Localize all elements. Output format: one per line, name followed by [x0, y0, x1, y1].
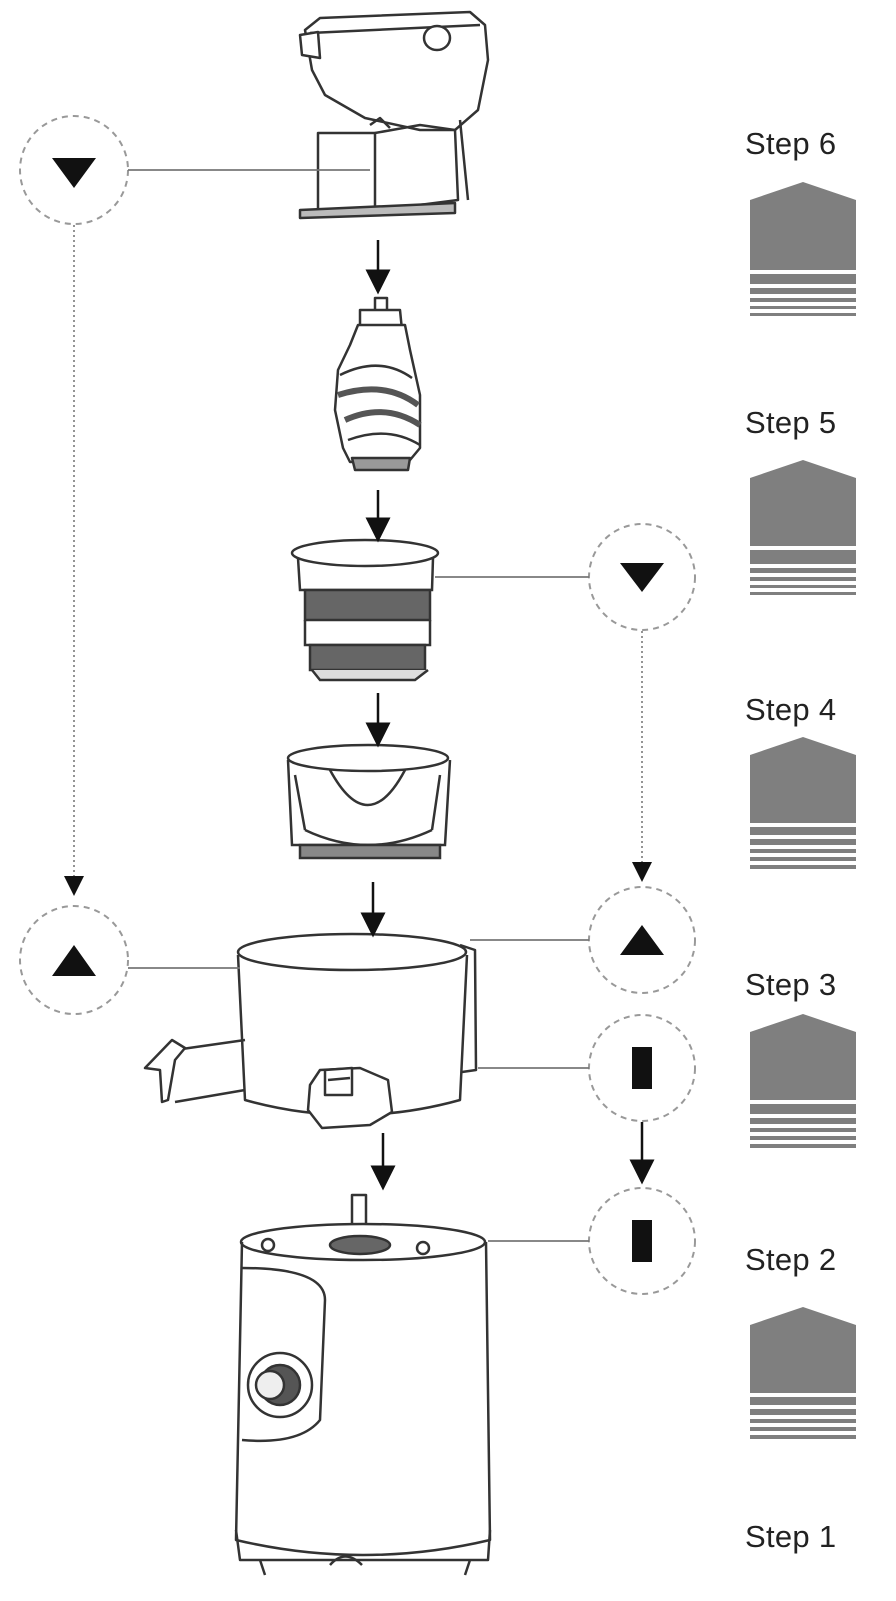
alignment-markers [19, 115, 696, 1295]
guide-lines [73, 225, 643, 880]
part-motor-base [234, 1193, 492, 1576]
part-brush-holder [286, 743, 452, 860]
step-label-6: Step 6 [745, 126, 837, 161]
arrow-down [632, 862, 652, 882]
part-auger [333, 296, 422, 472]
bar-icon [588, 1014, 696, 1122]
bar-icon [588, 1187, 696, 1295]
step-label-3: Step 3 [745, 967, 837, 1002]
step-badge-3 [750, 1014, 856, 1148]
step-badge-2 [750, 1307, 856, 1439]
triangle-down-icon [19, 115, 129, 225]
triangle-down-icon [588, 523, 696, 631]
triangle-up-icon [19, 905, 129, 1015]
step-badge-6 [750, 182, 856, 316]
step-badges [750, 182, 856, 1439]
step-label-4: Step 4 [745, 692, 837, 727]
assembly-arrows [360, 240, 396, 1191]
step-label-5: Step 5 [745, 405, 837, 440]
step-label-2: Step 2 [745, 1242, 837, 1277]
part-juicing-bowl [143, 932, 478, 1130]
part-strainer [290, 538, 440, 682]
triangle-up-icon [588, 886, 696, 994]
connector-lines [128, 169, 589, 1242]
arrow-down [64, 876, 84, 896]
guide-arrowheads [64, 862, 652, 896]
step-badge-4 [750, 737, 856, 869]
step-badge-5 [750, 460, 856, 595]
part-hopper-lid [298, 10, 490, 220]
step-label-1: Step 1 [745, 1519, 837, 1554]
